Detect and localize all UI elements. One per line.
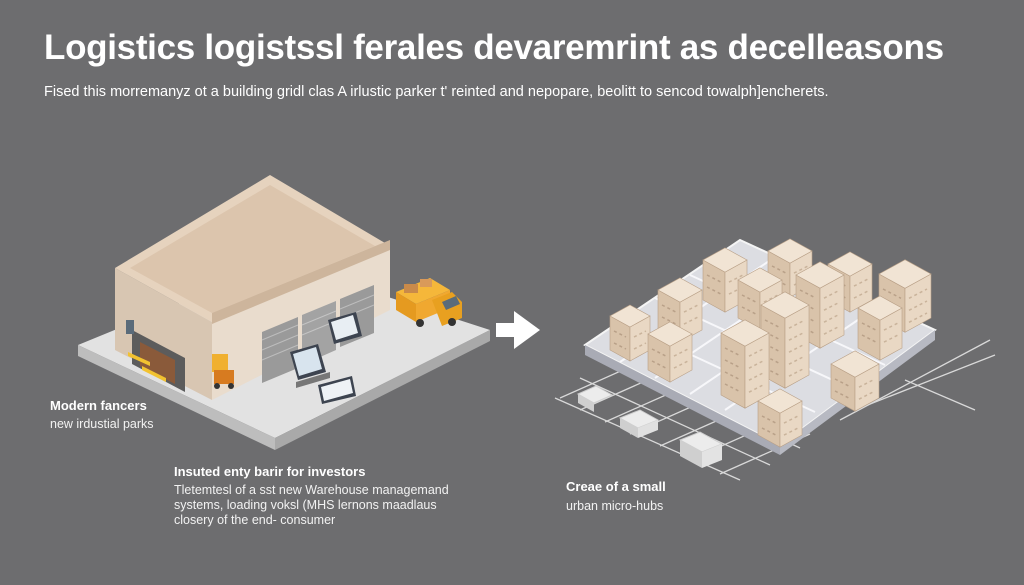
right-panel-heading: Creae of a small bbox=[566, 479, 666, 494]
micro-hub-building bbox=[647, 321, 693, 383]
forklift-icon bbox=[212, 354, 234, 389]
micro-hub-building bbox=[657, 277, 703, 343]
warehouse-illustration bbox=[78, 175, 490, 450]
right-arrow-icon bbox=[496, 311, 540, 349]
micro-hub-building bbox=[702, 247, 748, 313]
micro-hub-building bbox=[609, 304, 651, 362]
right-panel-subheading: urban micro-hubs bbox=[566, 499, 664, 513]
investor-note-heading: Insuted enty barir for investors bbox=[174, 464, 366, 479]
micro-hub-buildings bbox=[609, 238, 932, 448]
left-panel-heading: Modern fancers bbox=[50, 398, 147, 413]
micro-hub-building bbox=[720, 319, 770, 409]
page-title: Logistics logistssl ferales devaremrint … bbox=[44, 28, 944, 67]
investor-note-line: systems, loading voksl (MHS lernons maad… bbox=[174, 498, 437, 512]
investor-note-body: Tletemtesl of a sst new Warehouse manage… bbox=[174, 483, 449, 528]
micro-hub-building bbox=[857, 295, 903, 361]
warehouse-front-wall bbox=[212, 246, 390, 400]
warehouse-left-wall bbox=[115, 268, 212, 400]
delivery-truck-icon bbox=[396, 278, 462, 327]
micro-hub-building bbox=[757, 388, 803, 448]
investor-note-line: Tletemtesl of a sst new Warehouse manage… bbox=[174, 483, 449, 497]
delivery-van-icons bbox=[576, 385, 724, 468]
page-subtitle: Fised this morremanyz ot a building grid… bbox=[44, 84, 829, 100]
investor-note-line: closery of the end- consumer bbox=[174, 513, 336, 527]
micro-hub-building bbox=[830, 350, 880, 412]
wms-terminal-icon bbox=[290, 312, 362, 404]
left-panel-subheading: new irdustial parks bbox=[50, 417, 154, 431]
micro-hub-building bbox=[760, 291, 810, 389]
